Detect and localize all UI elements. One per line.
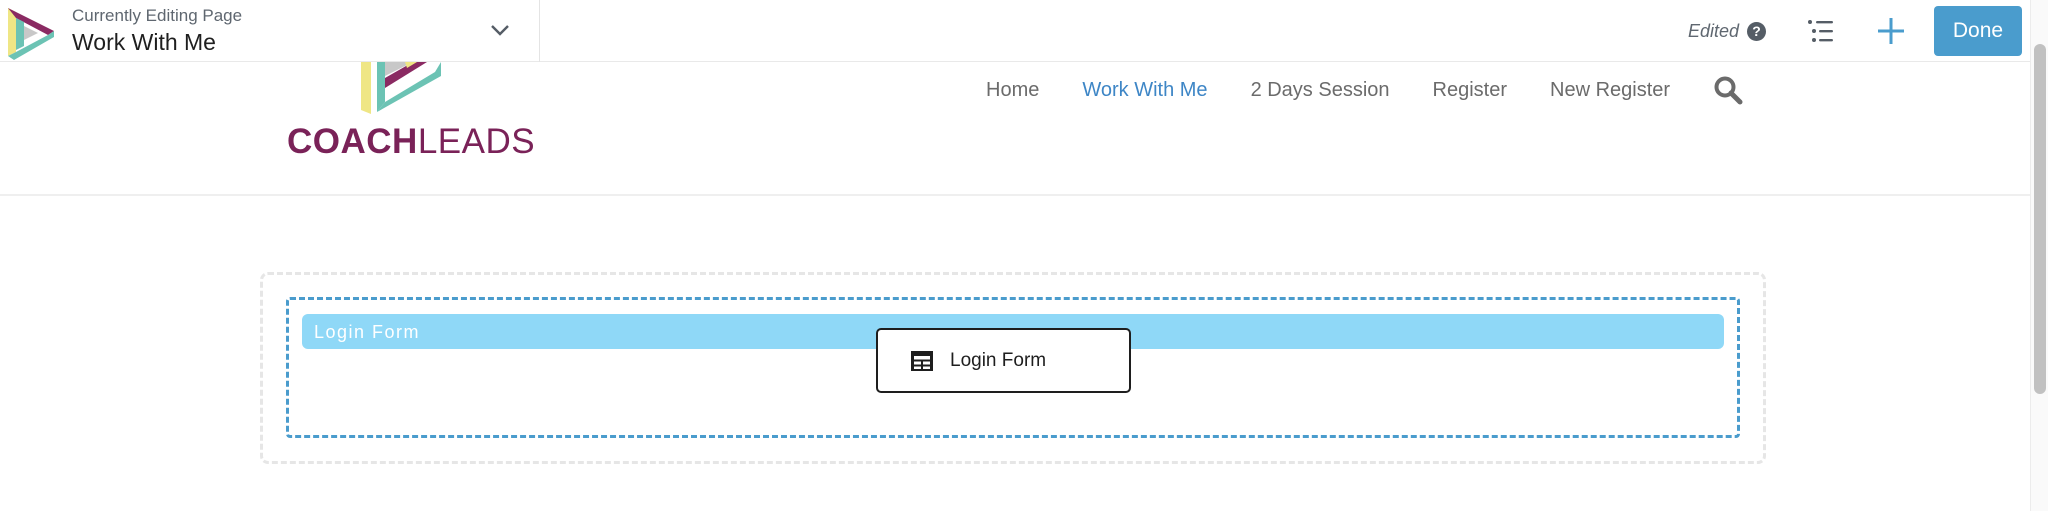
help-icon[interactable]: ? — [1747, 21, 1766, 41]
row-container[interactable] — [260, 272, 1766, 464]
site-logo-text[interactable]: COACHLEADS — [287, 122, 535, 162]
done-button[interactable]: Done — [1934, 6, 2022, 56]
module-tooltip[interactable]: Login Form — [876, 328, 1131, 393]
coachleads-logo-icon — [8, 8, 54, 60]
nav-item-work-with-me[interactable]: Work With Me — [1082, 78, 1208, 101]
site-logo-mark-icon[interactable] — [355, 62, 445, 118]
scrollbar-thumb[interactable] — [2034, 44, 2046, 394]
selected-module-outline[interactable] — [286, 297, 1740, 438]
logo-text-bold: COACH — [287, 122, 418, 161]
search-icon[interactable] — [1713, 75, 1743, 105]
edit-status-label: Edited — [1687, 20, 1739, 41]
chevron-down-icon[interactable] — [488, 20, 512, 40]
nav-item-register[interactable]: Register — [1432, 78, 1508, 101]
nav-item-2-days-session[interactable]: 2 Days Session — [1250, 78, 1390, 101]
editor-toolbar: Currently Editing Page Work With Me Edit… — [0, 0, 2030, 62]
plus-icon[interactable] — [1876, 16, 1906, 46]
tooltip-label: Login Form — [950, 349, 1047, 371]
page-picker-subtitle: Currently Editing Page — [72, 6, 243, 25]
vertical-scrollbar[interactable] — [2030, 0, 2048, 511]
page-picker-title: Work With Me — [72, 29, 216, 55]
list-outline-icon[interactable] — [1806, 18, 1836, 44]
page-picker[interactable]: Currently Editing Page Work With Me — [0, 0, 540, 62]
site-header: COACHLEADS Home Work With Me 2 Days Sess… — [0, 62, 2030, 196]
table-icon — [911, 350, 933, 371]
logo-text-light: LEADS — [417, 122, 536, 161]
nav-item-home[interactable]: Home — [986, 78, 1040, 101]
site-nav: Home Work With Me 2 Days Session Registe… — [986, 75, 1743, 105]
nav-item-new-register[interactable]: New Register — [1550, 78, 1671, 101]
